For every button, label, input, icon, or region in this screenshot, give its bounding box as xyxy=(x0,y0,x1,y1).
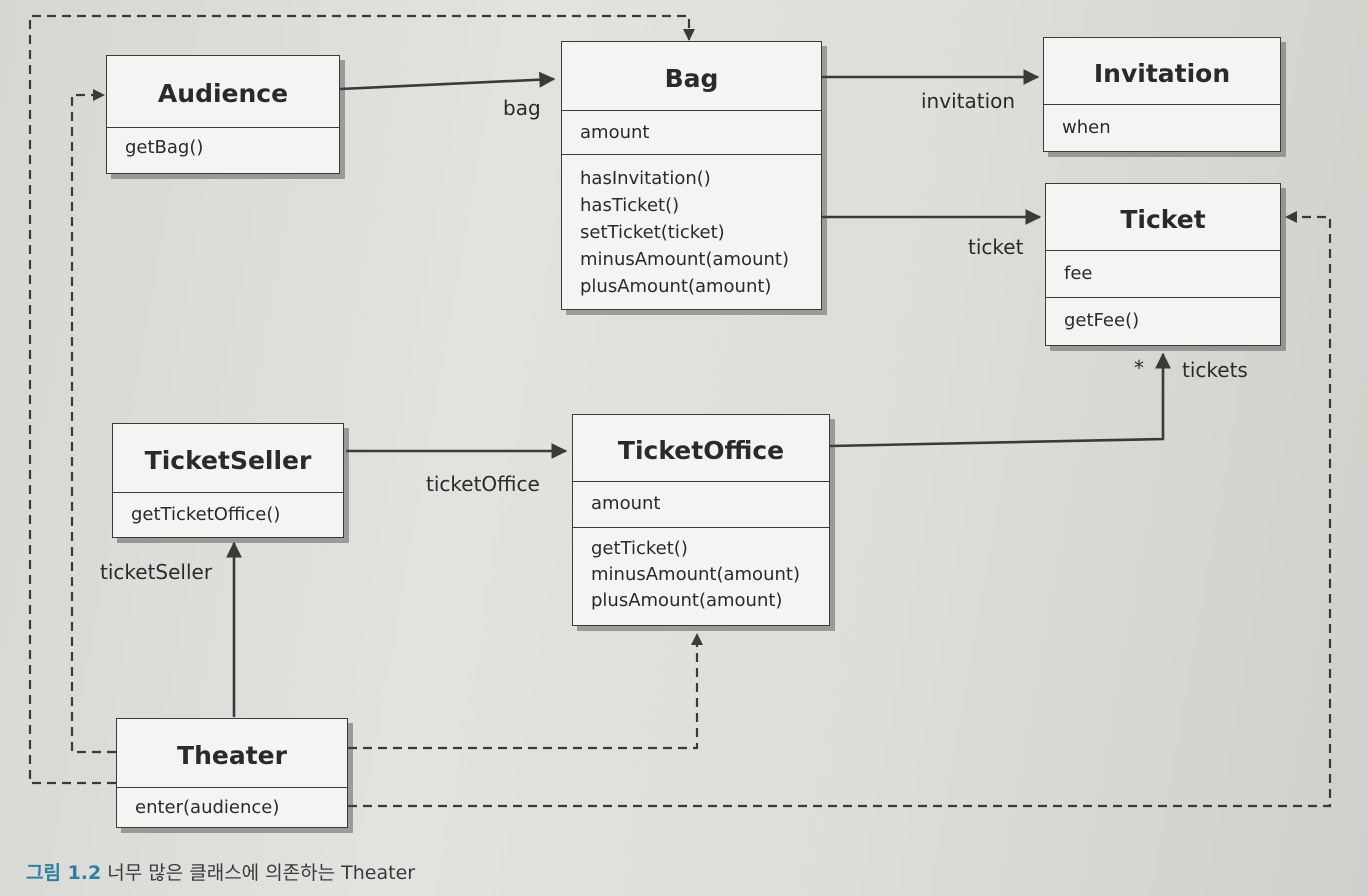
class-ticket: Ticket fee getFee() xyxy=(1045,183,1281,346)
label-bag: bag xyxy=(503,96,541,120)
class-name: TicketSeller xyxy=(113,424,343,493)
method: hasInvitation() xyxy=(580,168,711,189)
label-ticketoffice: ticketOffice xyxy=(426,472,540,496)
class-name: Bag xyxy=(562,42,821,111)
methods-section: getBag() xyxy=(107,128,339,165)
class-name: Audience xyxy=(107,56,339,128)
method: minusAmount(amount) xyxy=(591,564,800,585)
label-ticketseller: ticketSeller xyxy=(100,560,213,584)
assoc-ticketoffice-ticket xyxy=(829,352,1171,448)
class-audience: Audience getBag() xyxy=(106,55,340,174)
label-ticket: ticket xyxy=(968,235,1024,259)
method: enter(audience) xyxy=(135,797,280,818)
assoc-audience-bag xyxy=(339,71,556,91)
method: getTicket() xyxy=(591,538,688,559)
class-ticketseller: TicketSeller getTicketOffice() xyxy=(112,423,344,538)
methods-section: getTicket() minusAmount(amount) plusAmou… xyxy=(573,528,829,618)
method: plusAmount(amount) xyxy=(591,590,783,611)
method: plusAmount(amount) xyxy=(580,276,772,297)
class-name: TicketOffice xyxy=(573,415,829,482)
class-name: Ticket xyxy=(1046,184,1280,251)
methods-section: hasInvitation() hasTicket() setTicket(ti… xyxy=(562,155,821,304)
label-tickets: tickets xyxy=(1182,358,1248,382)
attributes-section: amount xyxy=(562,111,821,155)
attributes-section: fee xyxy=(1046,251,1280,298)
class-bag: Bag amount hasInvitation() hasTicket() s… xyxy=(561,41,822,310)
class-invitation: Invitation when xyxy=(1043,37,1281,152)
label-invitation: invitation xyxy=(921,89,1016,113)
class-name: Invitation xyxy=(1044,38,1280,105)
attribute: amount xyxy=(580,122,650,143)
label-multiplicity: * xyxy=(1134,356,1144,380)
figure-number: 그림 1.2 xyxy=(26,862,102,884)
class-ticketoffice: TicketOffice amount getTicket() minusAmo… xyxy=(572,414,830,626)
dep-theater-audience xyxy=(70,89,116,754)
dep-theater-ticketoffice xyxy=(348,633,703,750)
attribute: amount xyxy=(591,493,661,514)
figure-caption-text: 너무 많은 클래스에 의존하는 Theater xyxy=(107,862,416,884)
methods-section: getTicketOffice() xyxy=(113,493,343,532)
method: hasTicket() xyxy=(580,195,680,216)
dep-theater-ticket xyxy=(348,211,1332,808)
dep-theater-bag xyxy=(28,14,695,785)
class-theater: Theater enter(audience) xyxy=(116,718,348,828)
class-name: Theater xyxy=(117,719,347,788)
method: getTicketOffice() xyxy=(131,504,281,525)
method: getBag() xyxy=(125,137,204,158)
attributes-section: amount xyxy=(573,482,829,528)
attribute: fee xyxy=(1064,263,1093,284)
attributes-section: when xyxy=(1044,105,1280,145)
method: setTicket(ticket) xyxy=(580,222,725,243)
methods-section: getFee() xyxy=(1046,298,1280,338)
method: getFee() xyxy=(1064,310,1140,331)
methods-section: enter(audience) xyxy=(117,788,347,825)
attribute: when xyxy=(1062,117,1111,138)
method: minusAmount(amount) xyxy=(580,249,789,270)
